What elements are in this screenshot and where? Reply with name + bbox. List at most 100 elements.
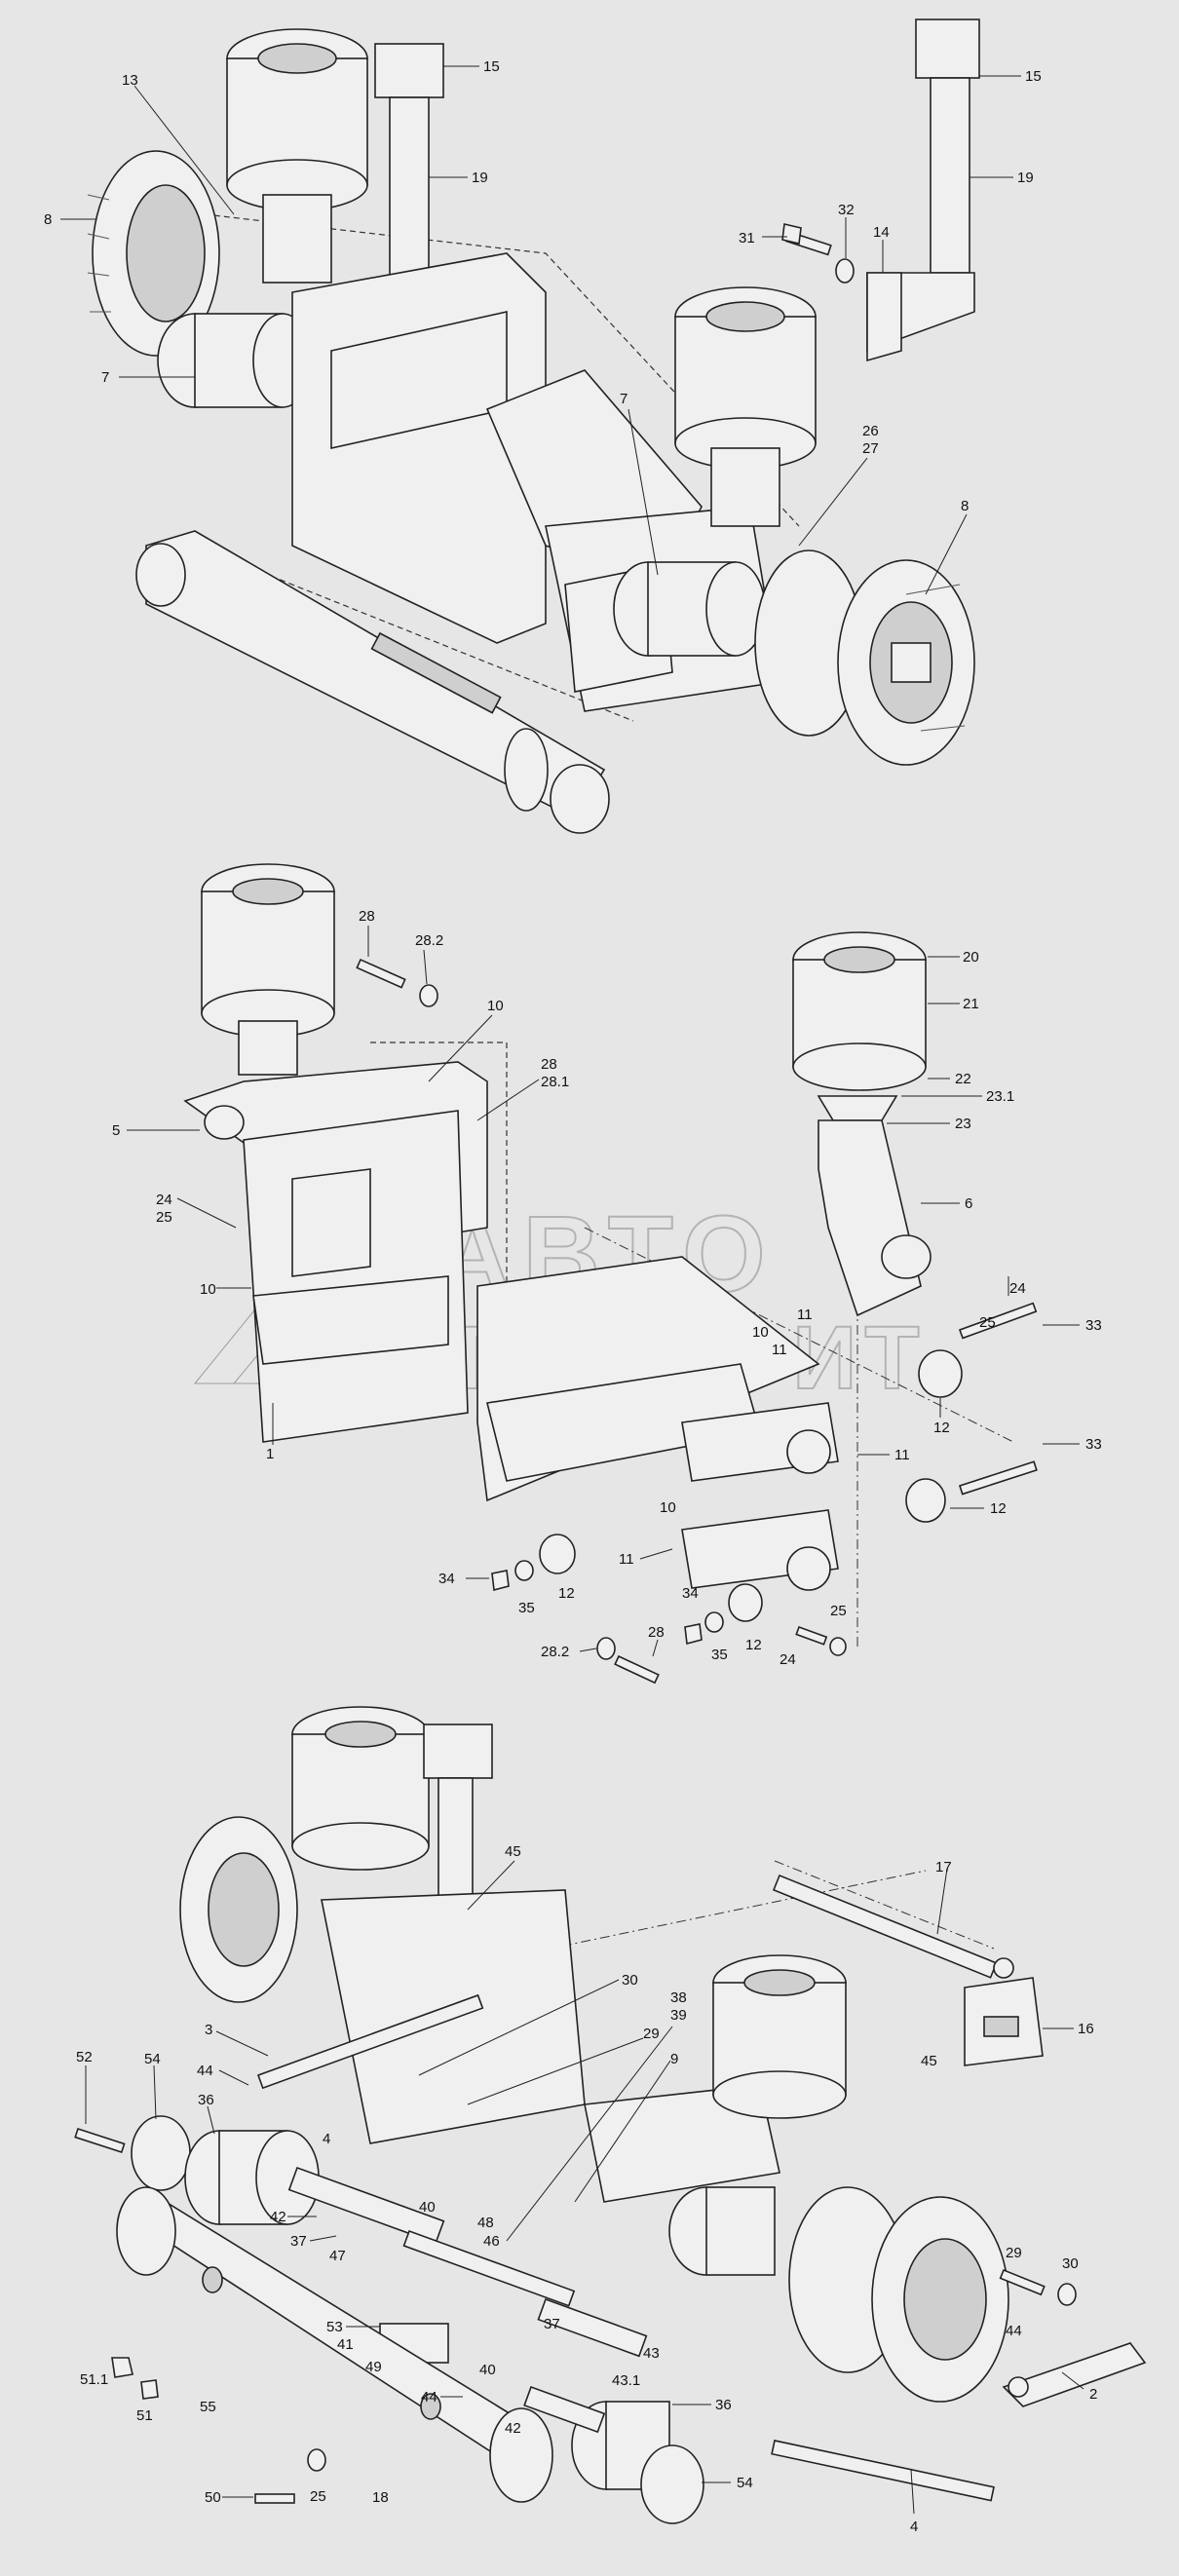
callout-40: 40 [479,2362,496,2378]
callout-53: 53 [326,2319,343,2335]
steering-rod-left [287,2166,445,2245]
ball-joint-44 [1008,2376,1029,2398]
callout-7: 7 [620,391,628,407]
callout-19: 19 [1017,170,1034,186]
callout-37: 37 [544,2316,560,2332]
callout-38: 38 [670,1989,687,2006]
callout-25: 25 [979,1314,996,1331]
callout-20: 20 [963,949,979,966]
bottom-assembly [74,1706,1147,2524]
callout-6: 6 [965,1195,972,1212]
callout-11: 11 [797,1307,813,1323]
nut-51-1 [111,2357,133,2378]
callout-28.1: 28.1 [541,1074,569,1090]
middle-assembly [183,863,1038,1685]
callout-28.2: 28.2 [541,1644,569,1660]
top-assembly [87,19,980,834]
callout-12: 12 [745,1637,762,1653]
callout-32: 32 [838,202,855,218]
callout-21: 21 [963,996,979,1012]
callout-50: 50 [205,2489,221,2506]
air-spring-bottom-left [291,1706,493,1915]
callout-7: 7 [101,369,109,386]
callout-43: 43 [643,2345,660,2362]
tie-rod-17 [772,1874,1014,1979]
callout-12: 12 [933,1420,950,1436]
callout-24: 24 [780,1651,796,1668]
bracket-14 [866,272,902,362]
callout-46: 46 [483,2233,500,2250]
callout-28.2: 28.2 [415,932,443,949]
washer-25 [307,2448,326,2472]
callout-15: 15 [1025,68,1042,85]
callout-5: 5 [112,1122,120,1139]
callout-51.1: 51.1 [80,2371,108,2388]
callout-29: 29 [643,2026,660,2042]
callout-9: 9 [670,2051,678,2067]
callout-28: 28 [648,1624,665,1641]
callout-22: 22 [955,1071,971,1087]
callout-25: 25 [830,1603,847,1619]
callout-31: 31 [739,230,755,246]
callout-30: 30 [622,1972,638,1989]
callout-52: 52 [76,2049,93,2065]
callout-24: 24 [1009,1280,1026,1297]
callout-35: 35 [711,1647,728,1663]
callout-55: 55 [200,2399,216,2415]
callout-25: 25 [310,2488,326,2505]
nut-51 [140,2379,159,2400]
callout-41: 41 [337,2336,354,2353]
callout-37: 37 [290,2233,307,2250]
callout-19: 19 [472,170,488,186]
callout-36: 36 [715,2397,732,2413]
callout-10: 10 [660,1499,676,1516]
air-spring-mid-left [201,863,335,1076]
washer-32 [835,258,855,284]
callout-44: 44 [421,2389,437,2406]
callout-4: 4 [910,2519,918,2535]
callout-3: 3 [205,2022,212,2038]
air-spring-right [674,286,817,527]
callout-10: 10 [200,1281,216,1298]
callout-11: 11 [894,1447,910,1463]
callout-14: 14 [873,224,890,241]
callout-10: 10 [487,998,504,1014]
callout-40: 40 [419,2199,436,2216]
callout-10: 10 [752,1324,769,1341]
callout-17: 17 [935,1859,952,1875]
air-spring-left [226,28,368,284]
callout-54: 54 [737,2475,753,2491]
callout-16: 16 [1078,2021,1094,2037]
callout-44: 44 [1006,2323,1022,2339]
callout-24: 24 [156,1192,172,1208]
callout-29: 29 [1006,2245,1022,2261]
tie-rod-4 [771,2440,995,2502]
callout-23.1: 23.1 [986,1088,1014,1105]
callout-12: 12 [990,1500,1007,1517]
callout-34: 34 [682,1585,699,1602]
callout-42: 42 [505,2420,521,2437]
brake-hub-left [87,150,220,357]
bellows-42b [523,2385,606,2434]
callout-11: 11 [619,1551,634,1568]
middle-callouts: 28 28.2 10 28 28.1 5 24 25 10 1 20 21 22… [112,908,1102,1668]
drag-link-3 [256,1993,484,2090]
callout-33: 33 [1085,1436,1102,1453]
bolt-29 [999,2268,1046,2296]
callout-12: 12 [558,1585,575,1602]
axle-tube-18 [116,2186,553,2503]
callout-13: 13 [122,72,138,89]
flange-54 [131,2115,191,2191]
air-spring-mid-right [792,931,932,1317]
callout-28: 28 [359,908,375,925]
callout-8: 8 [961,498,969,514]
top-callouts: 13 8 15 19 7 15 19 31 32 14 7 26 27 8 [44,58,1042,595]
callout-47: 47 [329,2248,346,2264]
callout-28: 28 [541,1056,557,1073]
steering-rod-right [537,2297,648,2358]
air-spring-bottom-right [712,1954,847,2119]
callout-39: 39 [670,2007,687,2024]
callout-1: 1 [266,1446,274,1462]
brake-chamber-body-bottom-right [705,2186,776,2276]
brake-hub-right [754,549,975,766]
